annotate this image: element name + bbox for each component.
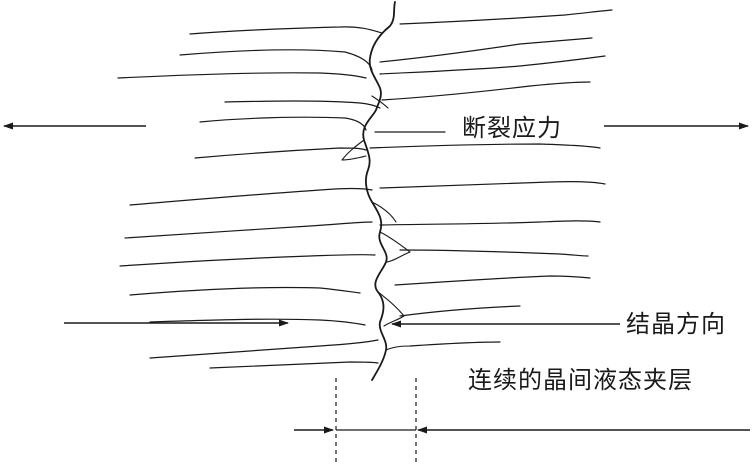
grain-line <box>399 249 589 257</box>
grain-line <box>379 37 593 63</box>
crack-branch <box>371 201 397 223</box>
grain-line <box>399 305 521 317</box>
grain-line <box>119 253 376 267</box>
grain-line <box>129 286 361 296</box>
grain-line <box>379 55 606 75</box>
crack-branch <box>371 95 389 109</box>
crack-branch <box>379 231 411 263</box>
grain-line <box>124 221 373 239</box>
grain-line <box>199 116 367 131</box>
grain-line <box>399 9 613 25</box>
grain-line <box>129 187 373 206</box>
film-extent-lines <box>335 378 417 462</box>
grain-line <box>379 220 601 226</box>
grain-line <box>224 100 381 109</box>
crack-branch <box>385 345 413 351</box>
liquid-film-label: 连续的晶间液态夹层 <box>468 366 693 394</box>
grain-line <box>149 318 366 326</box>
grain-line <box>189 26 383 35</box>
grain-line <box>149 339 379 359</box>
fracture-stress-label: 断裂应力 <box>462 114 562 142</box>
crack-branch <box>341 139 367 161</box>
grain-line <box>394 275 591 286</box>
grain-direction-label: 结晶方向 <box>626 310 726 338</box>
arrows <box>3 122 750 434</box>
grain-line <box>409 341 501 347</box>
grain-line <box>381 81 591 101</box>
crack-path <box>362 1 396 381</box>
grain-line <box>179 49 373 71</box>
grain-line <box>117 72 367 79</box>
central-crack <box>341 1 413 381</box>
grain-line <box>209 361 379 369</box>
grain-line <box>369 143 601 149</box>
grain-boundaries <box>117 9 613 369</box>
crack-branch <box>377 291 405 327</box>
grain-line <box>194 147 367 159</box>
grain-line <box>379 181 606 189</box>
